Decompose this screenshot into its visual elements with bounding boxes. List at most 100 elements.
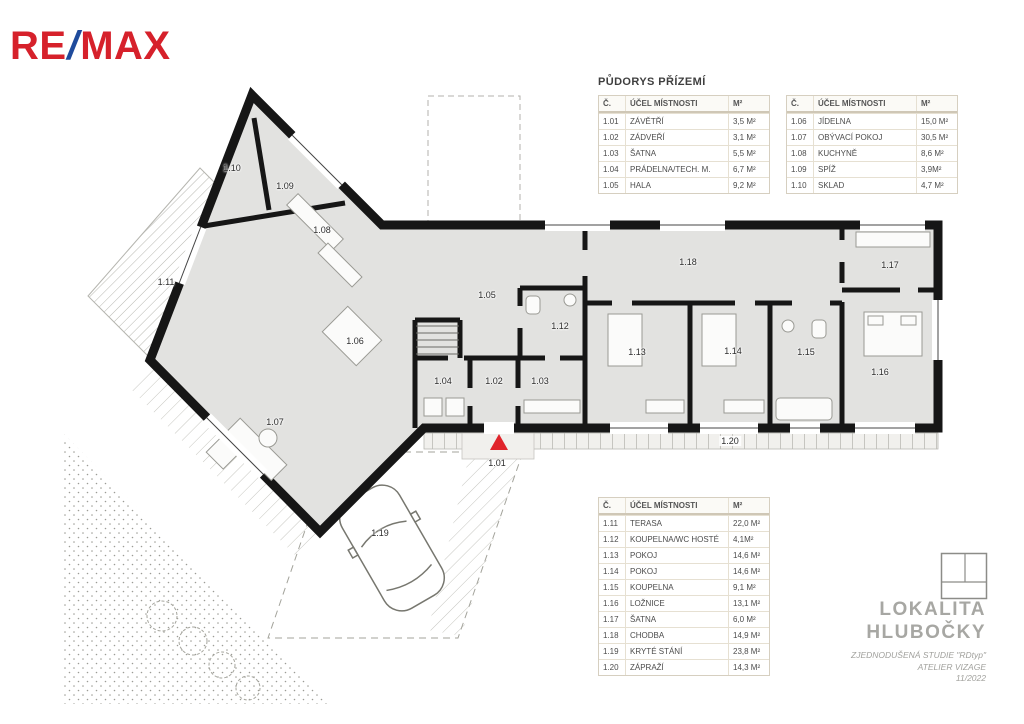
- col-header-num: Č.: [787, 96, 814, 111]
- table-row: 1.04 PRÁDELNA/TECH. M. 6,7 M²: [599, 161, 769, 177]
- cell-purpose: SKLAD: [814, 178, 917, 193]
- table-row: 1.15 KOUPELNA 9,1 M²: [599, 579, 769, 595]
- tree-icon: [146, 600, 178, 632]
- bed: [607, 313, 643, 367]
- cell-num: 1.16: [599, 596, 626, 611]
- windows: [173, 131, 944, 479]
- cell-area: 23,8 M²: [733, 647, 761, 656]
- location-line2: HLUBOČKY: [866, 622, 986, 643]
- bathtub: [775, 397, 833, 421]
- cell-purpose: ZÁPRAŽÍ: [626, 660, 729, 675]
- table-header: Č. ÚČEL MÍSTNOSTI M²: [787, 96, 957, 113]
- col-header-purpose: ÚČEL MÍSTNOSTI: [814, 96, 917, 111]
- room-label-1-02: 1.02: [485, 376, 503, 386]
- room-table-2: Č. ÚČEL MÍSTNOSTI M² 1.06 JÍDELNA 15,0 M…: [786, 95, 958, 194]
- cell-area: 3,1 M²: [733, 133, 756, 142]
- stairs: [416, 325, 459, 355]
- cell-num: 1.10: [787, 178, 814, 193]
- wardrobe: [645, 399, 685, 414]
- table-row: 1.09 SPÍŽ 3,9M²: [787, 161, 957, 177]
- room-label-1-20: 1.20: [719, 436, 741, 446]
- cell-purpose: KOUPELNA/WC HOSTÉ: [626, 532, 729, 547]
- cell-num: 1.06: [787, 114, 814, 129]
- wardrobe: [523, 399, 581, 414]
- dryer: [445, 397, 465, 417]
- front-door-opening: [484, 422, 514, 434]
- table-row: 1.16 LOŽNICE 13,1 M²: [599, 595, 769, 611]
- room-label-1-19: 1.19: [371, 528, 389, 538]
- cell-area: 14,6 M²: [733, 567, 761, 576]
- cell-purpose: CHODBA: [626, 628, 729, 643]
- atelier-logo: [940, 552, 988, 600]
- cell-num: 1.18: [599, 628, 626, 643]
- col-header-num: Č.: [599, 96, 626, 111]
- titleblock-credits: ZJEDNODUŠENÁ STUDIE "RDtyp" ATELIER VIZA…: [851, 650, 986, 685]
- bed: [701, 313, 737, 367]
- table-row: 1.11 TERASA 22,0 M²: [599, 515, 769, 531]
- cell-purpose: KUCHYNĚ: [814, 146, 917, 161]
- table-row: 1.12 KOUPELNA/WC HOSTÉ 4,1M²: [599, 531, 769, 547]
- table-row: 1.13 POKOJ 14,6 M²: [599, 547, 769, 563]
- table-header: Č. ÚČEL MÍSTNOSTI M²: [599, 96, 769, 113]
- cell-area: 14,6 M²: [733, 551, 761, 560]
- tree-icon: [235, 675, 261, 701]
- cell-purpose: HALA: [626, 178, 729, 193]
- cell-num: 1.11: [599, 516, 626, 531]
- room-label-1-04: 1.04: [434, 376, 452, 386]
- cell-area: 6,7 M²: [733, 165, 756, 174]
- toilet: [525, 295, 541, 315]
- remax-logo: RE/MAX: [10, 24, 171, 69]
- cell-area: 13,1 M²: [733, 599, 761, 608]
- cell-purpose: POKOJ: [626, 564, 729, 579]
- cell-purpose: SPÍŽ: [814, 162, 917, 177]
- cell-num: 1.01: [599, 114, 626, 129]
- col-header-area: M²: [733, 501, 743, 510]
- wardrobe: [723, 399, 765, 414]
- room-label-1-17: 1.17: [881, 260, 899, 270]
- coffee-table: [258, 428, 278, 448]
- cell-purpose: JÍDELNA: [814, 114, 917, 129]
- cell-num: 1.17: [599, 612, 626, 627]
- cell-num: 1.04: [599, 162, 626, 177]
- cell-num: 1.19: [599, 644, 626, 659]
- zapraz-strip: [423, 432, 939, 450]
- cell-num: 1.12: [599, 532, 626, 547]
- col-header-purpose: ÚČEL MÍSTNOSTI: [626, 498, 729, 513]
- table-row: 1.02 ZÁDVEŘÍ 3,1 M²: [599, 129, 769, 145]
- table-row: 1.20 ZÁPRAŽÍ 14,3 M²: [599, 659, 769, 675]
- cell-num: 1.20: [599, 660, 626, 675]
- table-row: 1.10 SKLAD 4,7 M²: [787, 177, 957, 193]
- remax-max: MAX: [80, 24, 171, 68]
- entrance-marker: [490, 434, 508, 450]
- table-row: 1.08 KUCHYNĚ 8,6 M²: [787, 145, 957, 161]
- carport-outline: [267, 451, 524, 639]
- room-label-1-14: 1.14: [724, 346, 742, 356]
- remax-re: RE: [10, 24, 67, 68]
- cell-num: 1.09: [787, 162, 814, 177]
- tree-icons: [146, 600, 261, 701]
- cell-purpose: ŠATNA: [626, 146, 729, 161]
- room-label-1-10: 1.10: [223, 163, 241, 173]
- study-note: ZJEDNODUŠENÁ STUDIE "RDtyp": [851, 650, 986, 660]
- cell-num: 1.07: [787, 130, 814, 145]
- room-label-1-15: 1.15: [797, 347, 815, 357]
- cell-area: 4,7 M²: [921, 181, 944, 190]
- furniture: [205, 193, 931, 482]
- cell-purpose: PRÁDELNA/TECH. M.: [626, 162, 729, 177]
- cell-num: 1.05: [599, 178, 626, 193]
- carport-hatch: [428, 452, 523, 636]
- pillow: [900, 315, 917, 326]
- cell-purpose: ŠATNA: [626, 612, 729, 627]
- table-row: 1.07 OBÝVACÍ POKOJ 30,5 M²: [787, 129, 957, 145]
- cell-purpose: KOUPELNA: [626, 580, 729, 595]
- table-row: 1.18 CHODBA 14,9 M²: [599, 627, 769, 643]
- table-row: 1.14 POKOJ 14,6 M²: [599, 563, 769, 579]
- location-line1: LOKALITA: [879, 599, 986, 620]
- kitchen-counter: [286, 193, 344, 251]
- room-label-1-16: 1.16: [871, 367, 889, 377]
- atelier-name: ATELIER VIZAGE: [917, 661, 986, 672]
- table-row: 1.19 KRYTÉ STÁNÍ 23,8 M²: [599, 643, 769, 659]
- room-label-1-05: 1.05: [478, 290, 496, 300]
- gravel-area: [62, 432, 332, 704]
